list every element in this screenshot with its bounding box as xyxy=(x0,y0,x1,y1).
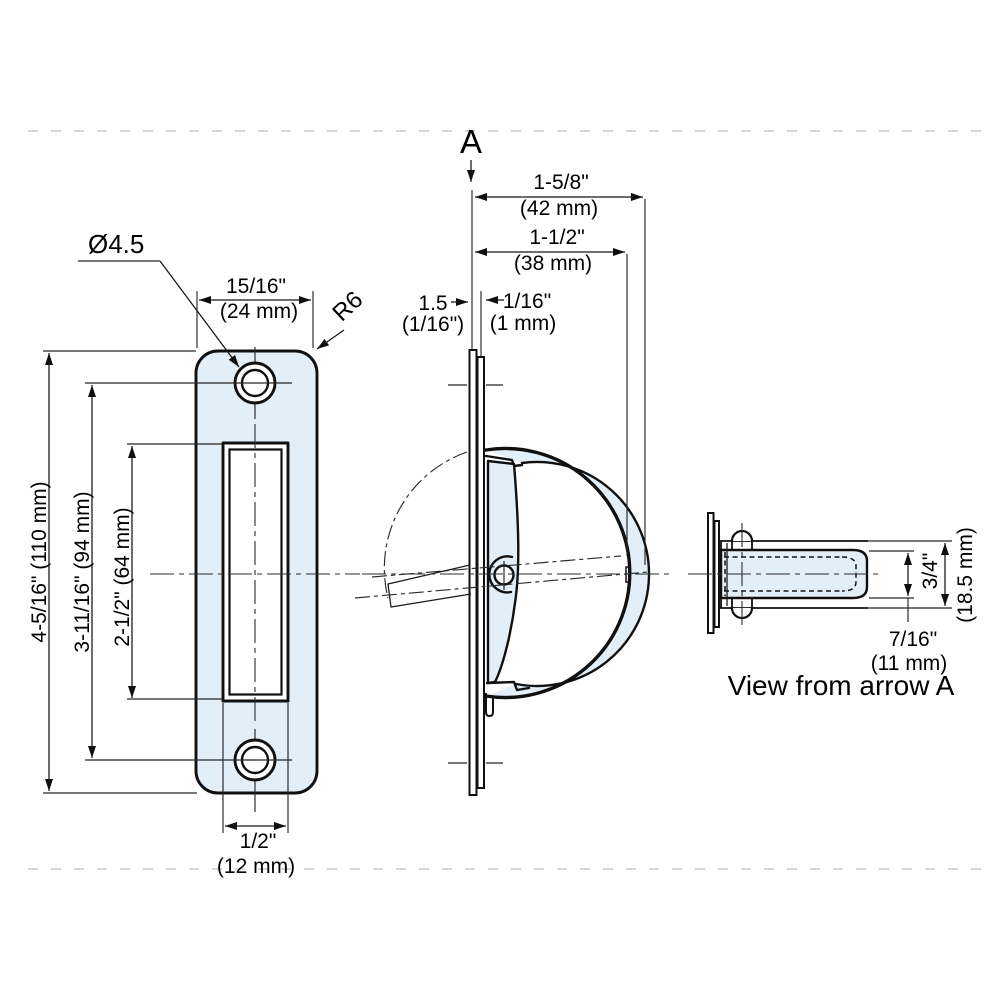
dim-slot-width-mm: (12 mm) xyxy=(217,855,295,878)
dim-protrusion-in: 1/16" xyxy=(503,290,551,313)
front-view-extension-lines xyxy=(43,291,314,833)
dim-protrusion-mm: (1 mm) xyxy=(490,312,557,335)
slot-inner xyxy=(228,448,283,696)
side-view: A 1-5/8" (42 mm) 1-1/2" (38 mm) 1.5 (1/1… xyxy=(354,123,672,796)
section-arrow-label: A xyxy=(460,123,482,160)
dim-handle-thickness-mm: (11 mm) xyxy=(871,652,948,675)
arrow-view-dimensions xyxy=(869,543,949,622)
plate-edge xyxy=(468,349,485,796)
dim-overall-depth-mm: (42 mm) xyxy=(520,197,598,220)
side-view-dimension-lines xyxy=(451,193,643,306)
dim-slot-width-in: 1/2" xyxy=(240,830,277,853)
dim-overall-height: 4-5/16" (110 mm) xyxy=(28,481,51,642)
view-caption: View from arrow A xyxy=(728,670,955,701)
hole-diameter-leader xyxy=(78,260,240,368)
cup-inner-wall xyxy=(514,460,651,688)
retaining-hook xyxy=(485,693,494,718)
dim-overall-height-mm: (18.5 mm) xyxy=(954,527,977,623)
front-view-dimension-lines xyxy=(45,296,311,830)
plate-edge-arrow-view xyxy=(707,512,720,634)
dim-corner-radius: R6 xyxy=(327,286,368,327)
swing-arc xyxy=(383,451,468,599)
dim-cup-depth-in: 1-1/2" xyxy=(529,226,584,249)
corner-radius-leader xyxy=(316,329,345,350)
dim-overall-height-in: 3/4" xyxy=(919,553,942,590)
plate-hole-ticks xyxy=(448,384,503,764)
dim-hole-spacing: 3-11/16" (94 mm) xyxy=(71,491,94,652)
side-view-extension-lines xyxy=(471,190,646,565)
dim-slot-height: 2-1/2" (64 mm) xyxy=(111,507,134,646)
dim-width-in: 15/16" xyxy=(226,275,286,298)
handle-top-view xyxy=(719,548,869,600)
dim-width-mm: (24 mm) xyxy=(220,300,298,323)
dim-hole-diameter: Ø4.5 xyxy=(88,229,144,259)
cup-bottom-lip xyxy=(485,680,531,692)
dim-handle-thickness-in: 7/16" xyxy=(889,628,937,651)
dim-plate-thickness-mm: 1.5 xyxy=(418,292,447,315)
dim-overall-depth-in: 1-5/8" xyxy=(533,171,588,194)
front-view: Ø4.5 R6 15/16" (24 mm) 4-5/16" (110 mm) … xyxy=(28,229,368,878)
dim-cup-depth-mm: (38 mm) xyxy=(514,252,592,275)
arrow-view-centerlines xyxy=(688,523,878,628)
cup-outer-wall xyxy=(484,446,632,700)
dim-plate-thickness-in: (1/16") xyxy=(402,313,464,336)
arrow-a-view: 7/16" (11 mm) 3/4" (18.5 mm) View from a… xyxy=(688,512,977,701)
